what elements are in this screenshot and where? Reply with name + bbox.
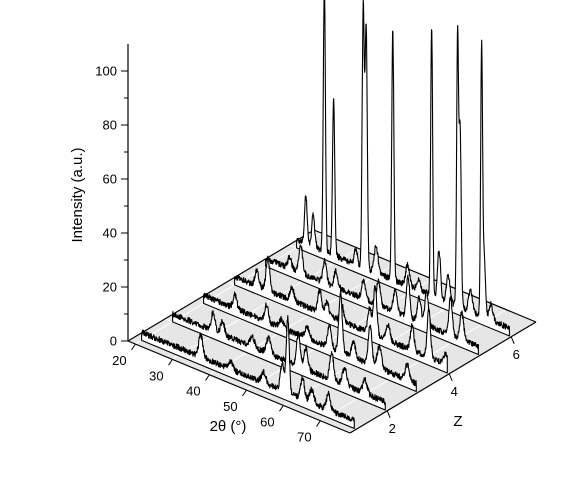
x-axis-title: 2θ (°) xyxy=(210,418,247,435)
x-tick xyxy=(279,405,284,412)
grid-line-x xyxy=(320,309,507,422)
x-axis-line xyxy=(127,340,351,434)
floor-back-edge xyxy=(313,229,537,323)
x-tick-label: 30 xyxy=(149,368,163,383)
y-tick-label: 60 xyxy=(103,172,117,187)
series-trace xyxy=(172,310,386,411)
z-tick-label: 2 xyxy=(389,421,396,436)
series-traces xyxy=(141,0,510,430)
z-tick xyxy=(510,336,515,344)
x-tick xyxy=(205,374,210,381)
z-tick xyxy=(386,410,391,418)
series-trace xyxy=(296,0,510,337)
x-tick xyxy=(131,343,136,351)
x-tick-label: 20 xyxy=(112,353,126,368)
x-tick xyxy=(316,420,321,427)
x-tick-label: 70 xyxy=(297,430,311,445)
z-tick xyxy=(448,373,453,381)
x-tick-label: 40 xyxy=(186,384,200,399)
series-trace xyxy=(203,289,417,393)
grid-line-x xyxy=(135,232,322,345)
series-trace xyxy=(265,244,479,356)
y-tick-label: 0 xyxy=(110,334,117,349)
x-tick-label: 60 xyxy=(260,414,274,429)
y-tick-label: 100 xyxy=(95,64,117,79)
x-tick xyxy=(242,389,247,397)
y-tick-label: 80 xyxy=(103,118,117,133)
z-axis-line xyxy=(349,321,537,434)
x-tick-label: 50 xyxy=(223,399,237,414)
x-tick xyxy=(168,359,173,366)
grid-line-x xyxy=(283,293,470,406)
floor-left-edge xyxy=(127,229,315,342)
y-tick-label: 20 xyxy=(103,280,117,295)
axes xyxy=(121,44,537,434)
z-axis-title: Z xyxy=(453,413,462,430)
tick-labels: 0 20 40 60 80 100 20 30 40 50 60 70 2 4 6 xyxy=(95,64,520,445)
z-tick-label: 4 xyxy=(451,384,458,399)
y-tick-label: 40 xyxy=(103,226,117,241)
series-trace xyxy=(141,315,355,430)
y-axis-title: Intensity (a.u.) xyxy=(69,147,86,242)
z-tick-label: 6 xyxy=(513,347,520,362)
